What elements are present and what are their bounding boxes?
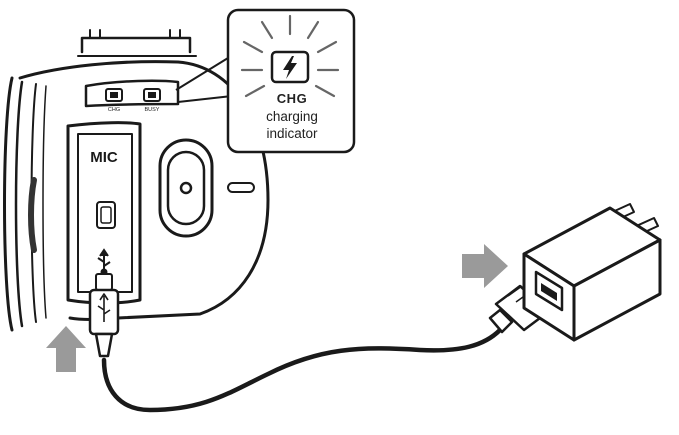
usb-symbol-icon [97, 248, 111, 276]
lightning-bolt-icon [270, 50, 310, 84]
camera-chg-button-label: CHG [108, 107, 120, 113]
camera-mic-label: MIC [90, 149, 118, 166]
callout-description-line-2: indicator [266, 126, 318, 141]
callout-description-line-1: charging [266, 109, 318, 124]
callout-description: charging indicator [232, 108, 352, 142]
camera-busy-button-label: BUSY [145, 107, 160, 113]
micro-usb-plug [88, 273, 120, 358]
insert-arrow-up [46, 326, 86, 372]
callout-leader-lines [175, 57, 233, 103]
camera [3, 29, 270, 332]
insert-arrow-right [462, 244, 508, 288]
glow-rays [240, 14, 340, 98]
wall-charger [522, 203, 662, 342]
callout-code-label: CHG [276, 91, 308, 106]
usb-cable [101, 327, 503, 413]
